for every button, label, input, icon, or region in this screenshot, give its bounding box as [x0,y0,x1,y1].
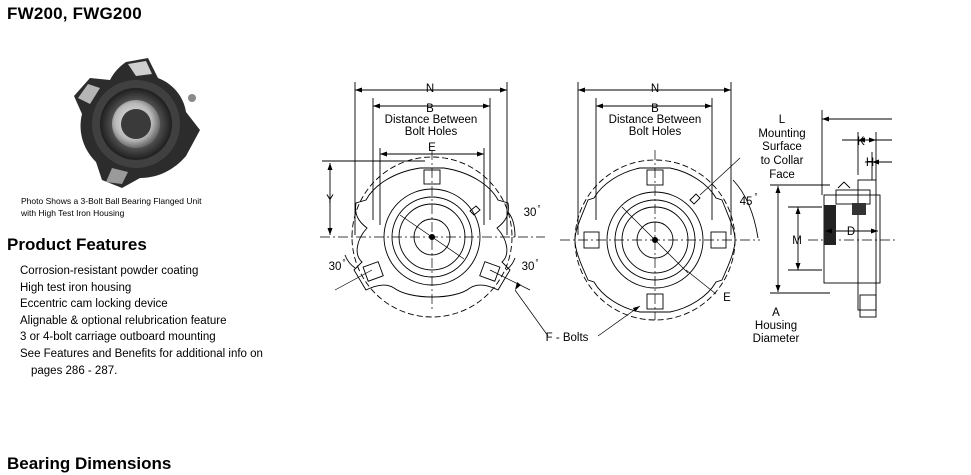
bearing-dimensions-heading: Bearing Dimensions [7,454,172,473]
product-features-heading: Product Features [7,235,147,254]
photo-caption-line: with High Test Iron Housing [21,208,125,218]
degree-symbol: ° [537,204,540,213]
product-photo [74,58,200,188]
mounting-label: Mounting [758,128,805,140]
f-bolts-label: F - Bolts [546,332,589,344]
dim-e-label: E [428,142,436,154]
distance-label: Distance Between [385,114,478,126]
dim-y-label: Y [326,194,334,206]
feature-item: 3 or 4-bolt carriage outboard mounting [20,331,216,344]
dim-a-label: A [772,307,780,319]
angle-30-label: 30 [524,207,537,219]
dim-h-label: H [866,157,874,169]
four-bolt-view [514,82,760,337]
feature-item: High test iron housing [20,281,132,294]
dim-b-label: B [426,103,434,115]
photo-caption: Photo Shows a 3-Bolt Ball Bearing Flange… [21,195,202,219]
degree-symbol: ° [754,192,757,201]
degree-symbol: ° [535,258,538,267]
feature-item: See Features and Benefits for additional… [20,347,263,360]
degree-symbol: ° [342,258,345,267]
dim-b-label: B [651,103,659,115]
collar-label: to Collar [761,155,804,167]
surface-label: Surface [762,141,802,153]
face-label: Face [769,169,795,181]
feature-item: pages 286 - 287. [31,364,118,377]
dim-e-label: E [723,292,731,304]
dim-n-label: N [426,83,434,95]
photo-caption-line: Photo Shows a 3-Bolt Ball Bearing Flange… [21,196,202,206]
bolt-holes-label: Bolt Holes [629,126,682,138]
page-title: FW200, FWG200 [7,4,142,23]
distance-label: Distance Between [609,114,702,126]
dim-l-label: L [779,114,786,126]
diameter-label: Diameter [753,333,800,345]
bolt-holes-label: Bolt Holes [405,126,458,138]
dimension-drawing: N B Distance Between Bolt Holes E Y 30 °… [320,82,895,345]
feature-item: Alignable & optional relubrication featu… [20,314,227,327]
angle-30-label: 30 [522,261,535,273]
feature-item: Corrosion-resistant powder coating [20,265,199,277]
housing-label: Housing [755,320,797,332]
dim-n-label: N [651,83,659,95]
angle-30-label: 30 [329,261,342,273]
features-list: Corrosion-resistant powder coating High … [20,263,263,379]
dim-d-label: D [847,226,855,238]
angle-45-label: 45 [740,196,753,208]
feature-item: Eccentric cam locking device [20,298,168,311]
dim-k-label: K [857,136,865,148]
dim-m-label: M [792,235,802,247]
